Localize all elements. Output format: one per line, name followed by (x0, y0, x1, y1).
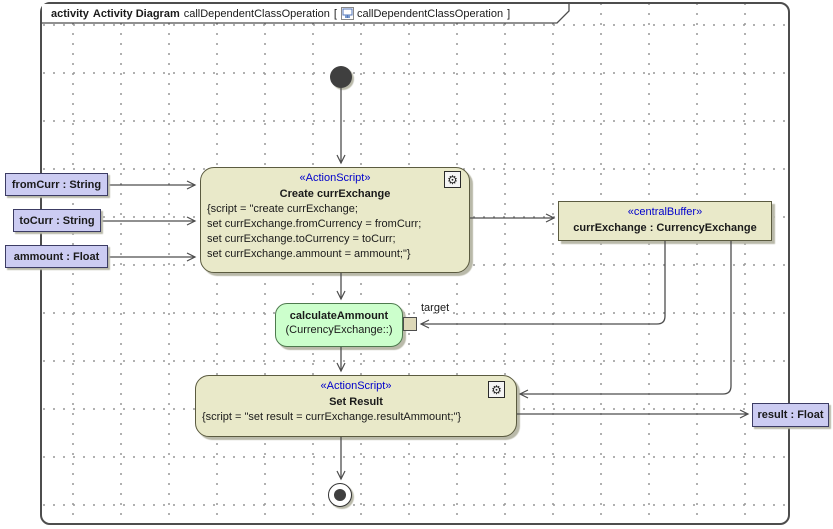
parameter-label: ammount : Float (13, 250, 100, 263)
parameter-node-tocurr[interactable]: toCurr : String (13, 209, 101, 232)
activity-diagram-icon (340, 7, 354, 20)
script-line: set currExchange.fromCurrency = fromCurr… (207, 218, 422, 230)
script-line: {script = "set result = currExchange.res… (202, 411, 462, 423)
gear-glyph: ⚙ (491, 382, 502, 397)
action-calculate-ammount[interactable]: calculateAmmount (CurrencyExchange::) (275, 303, 403, 347)
buffer-name: currExchange : CurrencyExchange (573, 222, 757, 234)
script-line: set currExchange.toCurrency = toCurr; (207, 233, 396, 245)
action-create-currexchange[interactable]: «ActionScript» Create currExchange {scri… (200, 167, 470, 273)
gear-icon[interactable]: ⚙ (444, 171, 461, 188)
stereotype-label: «ActionScript» (299, 172, 371, 184)
parameter-node-ammount[interactable]: ammount : Float (5, 245, 108, 268)
parameter-node-result[interactable]: result : Float (752, 403, 829, 427)
script-line: set currExchange.ammount = ammount;"} (207, 248, 411, 260)
action-set-result[interactable]: «ActionScript» Set Result {script = "set… (195, 375, 517, 437)
frame-keyword: activity (51, 7, 89, 20)
action-qualifier: (CurrencyExchange::) (285, 324, 393, 336)
action-name: Set Result (329, 396, 383, 408)
parameter-label: fromCurr : String (11, 178, 102, 191)
parameter-label: result : Float (757, 409, 824, 421)
script-line: {script = "create currExchange; (207, 203, 358, 215)
action-name: Create currExchange (279, 188, 391, 200)
parameter-node-fromcurr[interactable]: fromCurr : String (5, 173, 108, 196)
target-input-pin[interactable] (403, 317, 417, 331)
diagram-frame-title[interactable]: activity Activity Diagram callDependentC… (42, 4, 568, 23)
initial-node[interactable] (330, 66, 352, 88)
action-name: calculateAmmount (289, 310, 389, 322)
frame-diagram-kind: Activity Diagram (92, 7, 180, 20)
frame-diagram-name: callDependentClassOperation (183, 7, 330, 20)
stereotype-label: «ActionScript» (320, 380, 392, 392)
frame-open-bracket: [ (333, 7, 337, 20)
parameter-label: toCurr : String (19, 214, 95, 227)
central-buffer-currexchange[interactable]: «centralBuffer» currExchange : CurrencyE… (558, 201, 772, 241)
frame-context-name: callDependentClassOperation (356, 7, 504, 20)
stereotype-label: «centralBuffer» (627, 206, 703, 218)
gear-glyph: ⚙ (447, 172, 458, 187)
final-node-dot (334, 489, 346, 501)
gear-icon[interactable]: ⚙ (488, 381, 505, 398)
target-pin-label: target (421, 302, 450, 314)
activity-final-node[interactable] (328, 483, 352, 507)
frame-close-bracket: ] (507, 7, 511, 20)
